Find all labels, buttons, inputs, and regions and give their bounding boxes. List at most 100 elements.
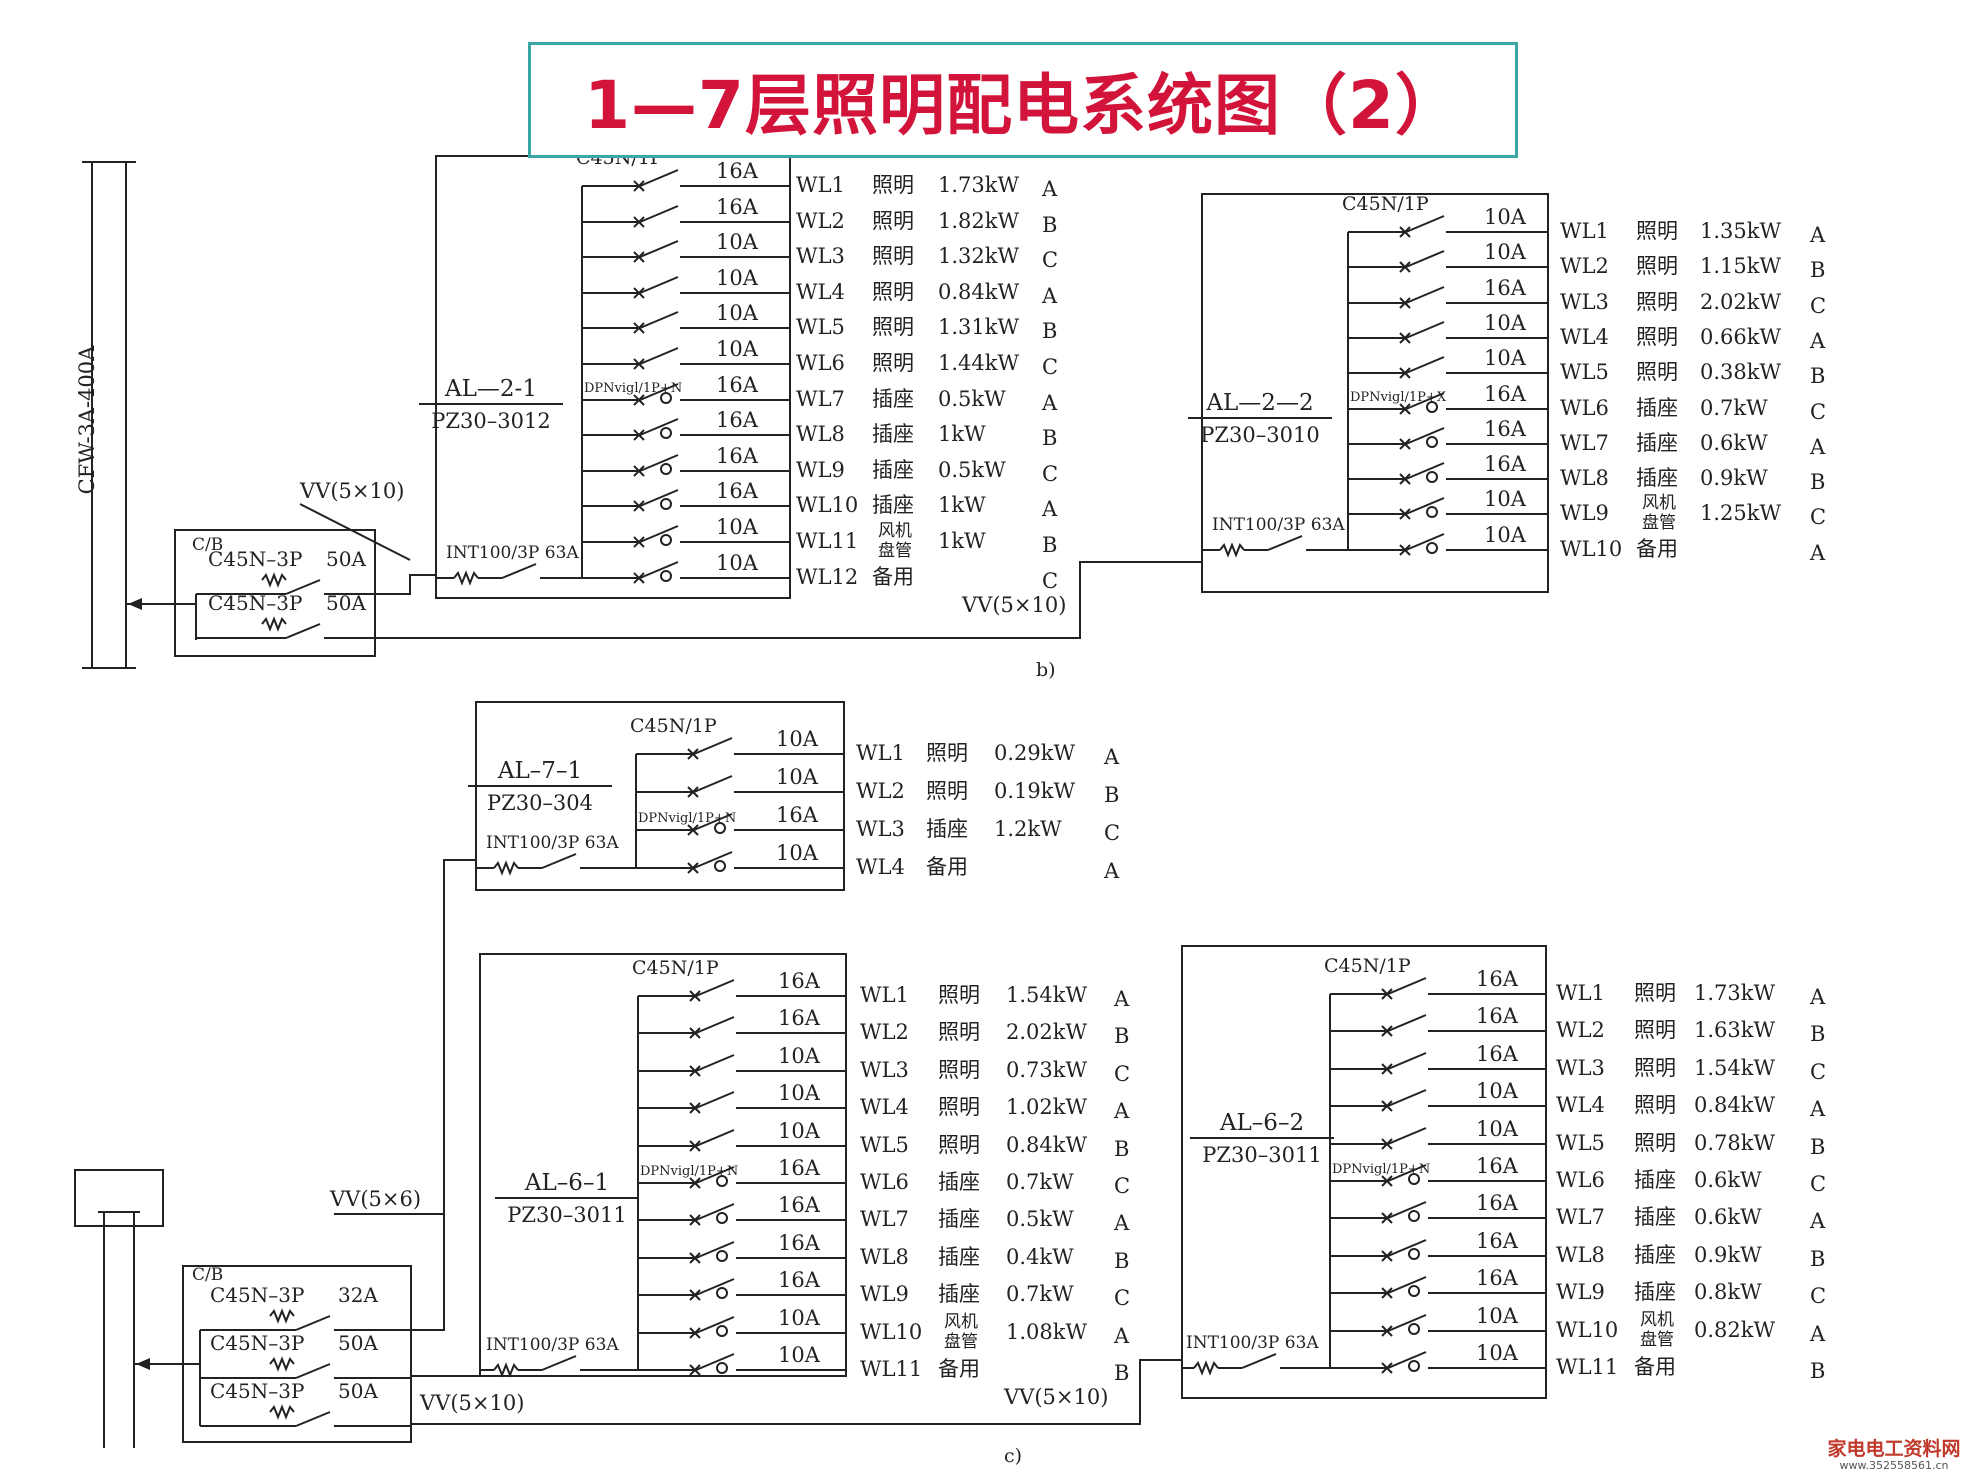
panel-al-2-2-wl-1: WL1 xyxy=(1560,219,1609,243)
panel-al-2-2-cb-4-x xyxy=(1399,332,1411,344)
watermark-line2: www.352558561.cn xyxy=(1839,1458,1949,1472)
panel-al-6-2-phase-9: C xyxy=(1810,1284,1826,1308)
panel-al-2-1-type-12: 备用 xyxy=(872,565,914,589)
panel-al-2-1-wl-2: WL2 xyxy=(796,209,845,233)
panel-al-2-1-rating-4: 10A xyxy=(716,266,759,290)
panel-al-2-1-cb-8-x xyxy=(633,429,645,441)
panel-al-2-1-rating-3: 10A xyxy=(716,230,759,254)
panel-al-2-2-phase-5: B xyxy=(1810,364,1825,388)
panel-al-6-1-cb-11-blade xyxy=(695,1353,735,1371)
panel-al-6-1-load-9: 0.7kW xyxy=(1006,1282,1074,1306)
cb-b-rating-2: 50A xyxy=(326,591,366,615)
panel-al-6-1-rating-8: 16A xyxy=(778,1231,821,1255)
panel-al-2-1-phase-5: B xyxy=(1042,319,1057,343)
cable-c-right: VV(5×10) xyxy=(1003,1385,1108,1409)
panel-al-2-1-cb-11-x xyxy=(633,536,645,548)
panel-al-2-1-cb-4-x xyxy=(633,287,645,299)
panel-al-6-1-load-8: 0.4kW xyxy=(1006,1245,1074,1269)
panel-al-2-1-cb-1-blade xyxy=(639,169,679,187)
panel-al-2-1-phase-10: A xyxy=(1041,497,1058,521)
panel-al-2-1-wl-5: WL5 xyxy=(796,315,845,339)
panel-al-6-2-load-2: 1.63kW xyxy=(1694,1018,1775,1042)
panel-al-2-1-rating-6: 10A xyxy=(716,337,759,361)
panel-al-2-1-rating-5: 10A xyxy=(716,301,759,325)
panel-al-2-1-cb-12-blade xyxy=(639,561,679,579)
panel-al-6-1-type-9: 插座 xyxy=(938,1282,980,1306)
panel-al-6-1-phase-10: A xyxy=(1113,1324,1130,1348)
panel-al-6-2-type-8: 插座 xyxy=(1634,1243,1676,1267)
panel-al-2-1-cb-3-x xyxy=(633,251,645,263)
panel-al-2-2-rating-4: 10A xyxy=(1484,311,1527,335)
panel-al-6-2-cb-4-blade xyxy=(1387,1089,1427,1107)
panel-al-6-2-rating-1: 16A xyxy=(1476,967,1519,991)
panel-al-2-2-dpn-label: DPNvigl/1P+X xyxy=(1350,390,1447,405)
panel-al-2-2-cb-9-x xyxy=(1399,508,1411,520)
panel-al-2-2-load-7: 0.6kW xyxy=(1700,431,1768,455)
panel-al-6-2-cb-10-rcd-icon xyxy=(1408,1323,1420,1335)
panel-al-6-2-phase-7: A xyxy=(1809,1209,1826,1233)
panel-al-6-2-enclosure xyxy=(1181,945,1547,1399)
panel-al-6-2-cb-9-rcd-icon xyxy=(1408,1285,1420,1297)
panel-al-7-1-phase-4: A xyxy=(1103,859,1120,883)
panel-al-6-2-wl-7: WL7 xyxy=(1556,1205,1605,1229)
panel-al-6-1-name: AL–6–1 xyxy=(524,1170,609,1196)
panel-al-2-2-rating-5: 10A xyxy=(1484,346,1527,370)
panel-al-7-1-cb-4-x xyxy=(687,862,699,874)
panel-al-7-1-main-thermal-icon xyxy=(493,860,519,876)
panel-al-2-2-cb-10-rcd-icon xyxy=(1426,542,1438,554)
panel-al-2-2-cb-9-rcd-icon xyxy=(1426,506,1438,518)
panel-al-6-1-load-4: 1.02kW xyxy=(1006,1095,1087,1119)
panel-al-2-2-c45n-label: C45N/1P xyxy=(1342,193,1429,215)
panel-al-2-1-phase-9: C xyxy=(1042,462,1058,486)
panel-al-6-1-main-label: INT100/3P 63A xyxy=(486,1335,619,1355)
panel-al-6-2-load-1: 1.73kW xyxy=(1694,981,1775,1005)
panel-al-2-2-phase-9: C xyxy=(1810,505,1826,529)
cb-c-model-2: C45N–3P xyxy=(210,1331,304,1355)
panel-al-2-2-cb-5-blade xyxy=(1405,356,1445,374)
panel-al-6-2-load-9: 0.8kW xyxy=(1694,1280,1762,1304)
panel-al-2-1-load-4: 0.84kW xyxy=(938,280,1019,304)
panel-al-6-1-cb-4-x xyxy=(689,1102,701,1114)
panel-al-6-1-phase-5: B xyxy=(1114,1137,1129,1161)
panel-al-6-1-rating-5: 10A xyxy=(778,1119,821,1143)
panel-al-6-2-type-1: 照明 xyxy=(1634,981,1676,1005)
panel-al-2-2-cb-10-x xyxy=(1399,544,1411,556)
panel-al-2-1-type-11b: 盘管 xyxy=(878,541,912,561)
panel-al-6-2-cb-6-blade xyxy=(1387,1164,1427,1182)
panel-al-6-2-rating-6: 16A xyxy=(1476,1154,1519,1178)
panel-al-7-1-main-blade xyxy=(541,853,577,869)
cable-b-top-leader xyxy=(299,503,411,561)
panel-al-2-2-cb-7-blade xyxy=(1405,427,1445,445)
panel-al-2-2-cb-5-x xyxy=(1399,367,1411,379)
panel-al-6-2-rating-9: 16A xyxy=(1476,1266,1519,1290)
panel-al-2-2-main-thermal-icon xyxy=(1219,542,1245,558)
panel-al-2-1-cb-7-rcd-icon xyxy=(660,392,672,404)
panel-al-6-1-cb-2-x xyxy=(689,1027,701,1039)
panel-al-6-1-cb-11-rcd-icon xyxy=(716,1362,728,1374)
panel-al-6-2-cb-5-x xyxy=(1381,1138,1393,1150)
panel-al-6-1-cb-9-rcd-icon xyxy=(716,1287,728,1299)
panel-al-7-1-cb-2-x xyxy=(687,786,699,798)
panel-al-2-1-cb-5-blade xyxy=(639,311,679,329)
panel-al-6-2-type-9: 插座 xyxy=(1634,1280,1676,1304)
panel-al-7-1-rating-2: 10A xyxy=(776,765,819,789)
panel-al-6-1-cb-5-x xyxy=(689,1140,701,1152)
panel-al-6-1-model: PZ30–3011 xyxy=(507,1203,626,1227)
panel-al-2-1-name: AL—2-1 xyxy=(444,376,537,402)
panel-al-6-1-phase-7: A xyxy=(1113,1211,1130,1235)
panel-al-6-1-rating-9: 16A xyxy=(778,1268,821,1292)
panel-al-6-1-type-11: 备用 xyxy=(938,1357,980,1381)
panel-al-6-1-rating-7: 16A xyxy=(778,1193,821,1217)
panel-al-2-2-phase-7: A xyxy=(1809,435,1826,459)
panel-al-2-1-phase-4: A xyxy=(1041,284,1058,308)
panel-al-6-2-load-5: 0.78kW xyxy=(1694,1131,1775,1155)
panel-al-6-1-cb-8-blade xyxy=(695,1241,735,1259)
panel-al-2-2-type-3: 照明 xyxy=(1636,290,1678,314)
panel-al-6-2-model: PZ30–3011 xyxy=(1202,1143,1321,1167)
panel-al-2-2-type-10: 备用 xyxy=(1636,537,1678,561)
panel-al-2-2-cb-1-blade xyxy=(1405,215,1445,233)
watermark: 家电电工资料网 www.352558561.cn xyxy=(1818,1439,1970,1478)
panel-al-2-1-load-3: 1.32kW xyxy=(938,244,1019,268)
panel-al-2-2-cb-6-rcd-icon xyxy=(1426,401,1438,413)
panel-al-2-1-cb-9-rcd-icon xyxy=(660,463,672,475)
